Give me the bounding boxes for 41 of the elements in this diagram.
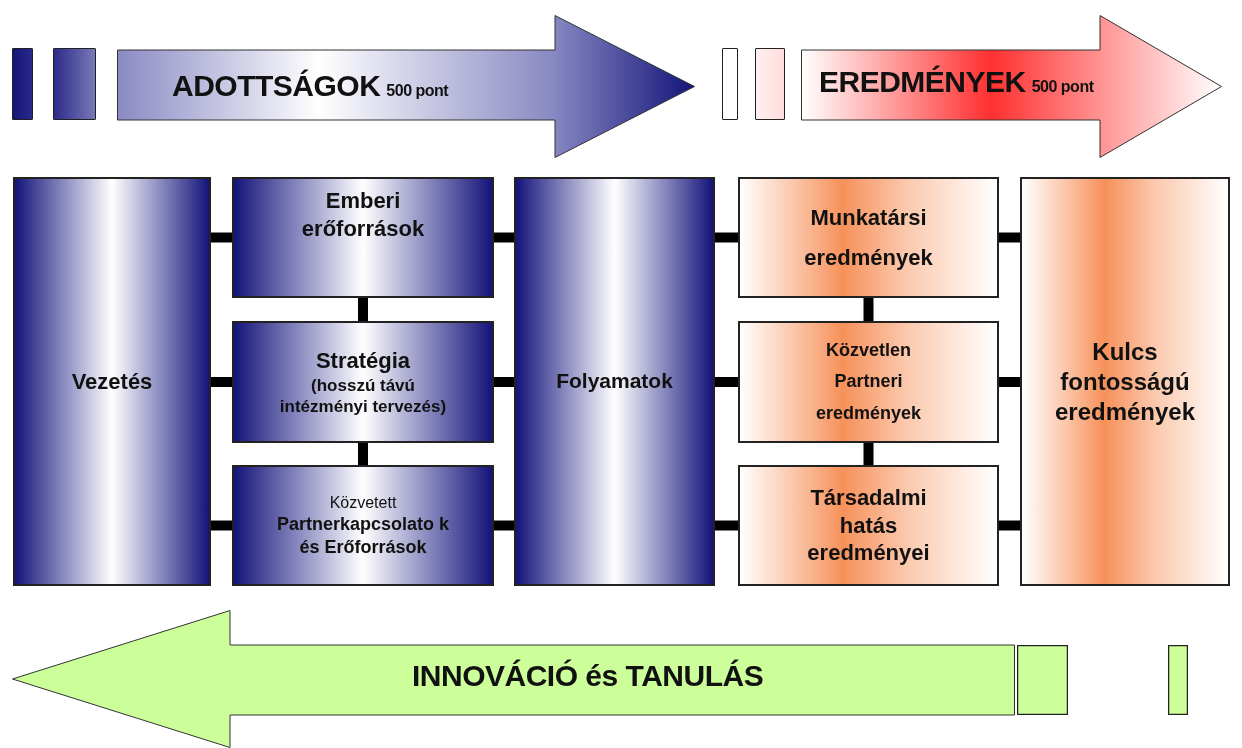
category-box bbox=[738, 321, 999, 443]
connector-line bbox=[999, 377, 1020, 387]
points-label: 500 pont bbox=[1031, 79, 1094, 95]
category-box bbox=[514, 177, 715, 586]
arrow-label: INNOVÁCIÓ és TANULÁS bbox=[412, 661, 764, 691]
category-box bbox=[13, 177, 211, 586]
box-label: Emberi erőforrások bbox=[300, 187, 426, 242]
connector-line bbox=[358, 443, 368, 465]
box-label: Közvetlen Partneri eredmények bbox=[814, 338, 923, 425]
connector-line bbox=[494, 520, 514, 531]
connector-line bbox=[211, 377, 232, 387]
connector-line bbox=[494, 232, 514, 243]
arrow-label: ADOTTSÁGOK bbox=[172, 71, 381, 101]
connector-line bbox=[715, 232, 738, 243]
category-box bbox=[232, 465, 494, 586]
connector-line bbox=[863, 298, 874, 321]
box-label: Munkatársi eredmények bbox=[803, 203, 934, 272]
box-sublabel: (hosszú távú intézményi tervezés) bbox=[278, 374, 448, 417]
connector-line bbox=[715, 377, 738, 387]
box-label: Közvetett bbox=[328, 493, 398, 513]
arrow-label: EREDMÉNYEK bbox=[819, 67, 1026, 97]
points-label: 500 pont bbox=[386, 83, 449, 99]
connector-line bbox=[999, 232, 1020, 243]
connector-line bbox=[211, 232, 232, 243]
box-label: Folyamatok bbox=[555, 368, 674, 395]
connector-line bbox=[494, 377, 514, 387]
connector-line bbox=[358, 298, 368, 321]
category-box bbox=[738, 465, 999, 586]
box-sublabel: Partnerkapcsolato k és Erőforrások bbox=[275, 513, 451, 558]
box-label: Vezetés bbox=[70, 367, 154, 396]
connector-line bbox=[999, 520, 1020, 531]
connector-line bbox=[715, 520, 738, 531]
category-box bbox=[232, 321, 494, 443]
connector-line bbox=[863, 443, 874, 465]
box-label: Kulcs fontosságú eredmények bbox=[1053, 336, 1197, 427]
category-box bbox=[1020, 177, 1230, 586]
box-label: Stratégia bbox=[314, 347, 412, 375]
connector-line bbox=[211, 520, 232, 531]
category-box bbox=[232, 177, 494, 298]
category-box bbox=[738, 177, 999, 298]
box-label: Társadalmi hatás eredményei bbox=[806, 484, 931, 567]
